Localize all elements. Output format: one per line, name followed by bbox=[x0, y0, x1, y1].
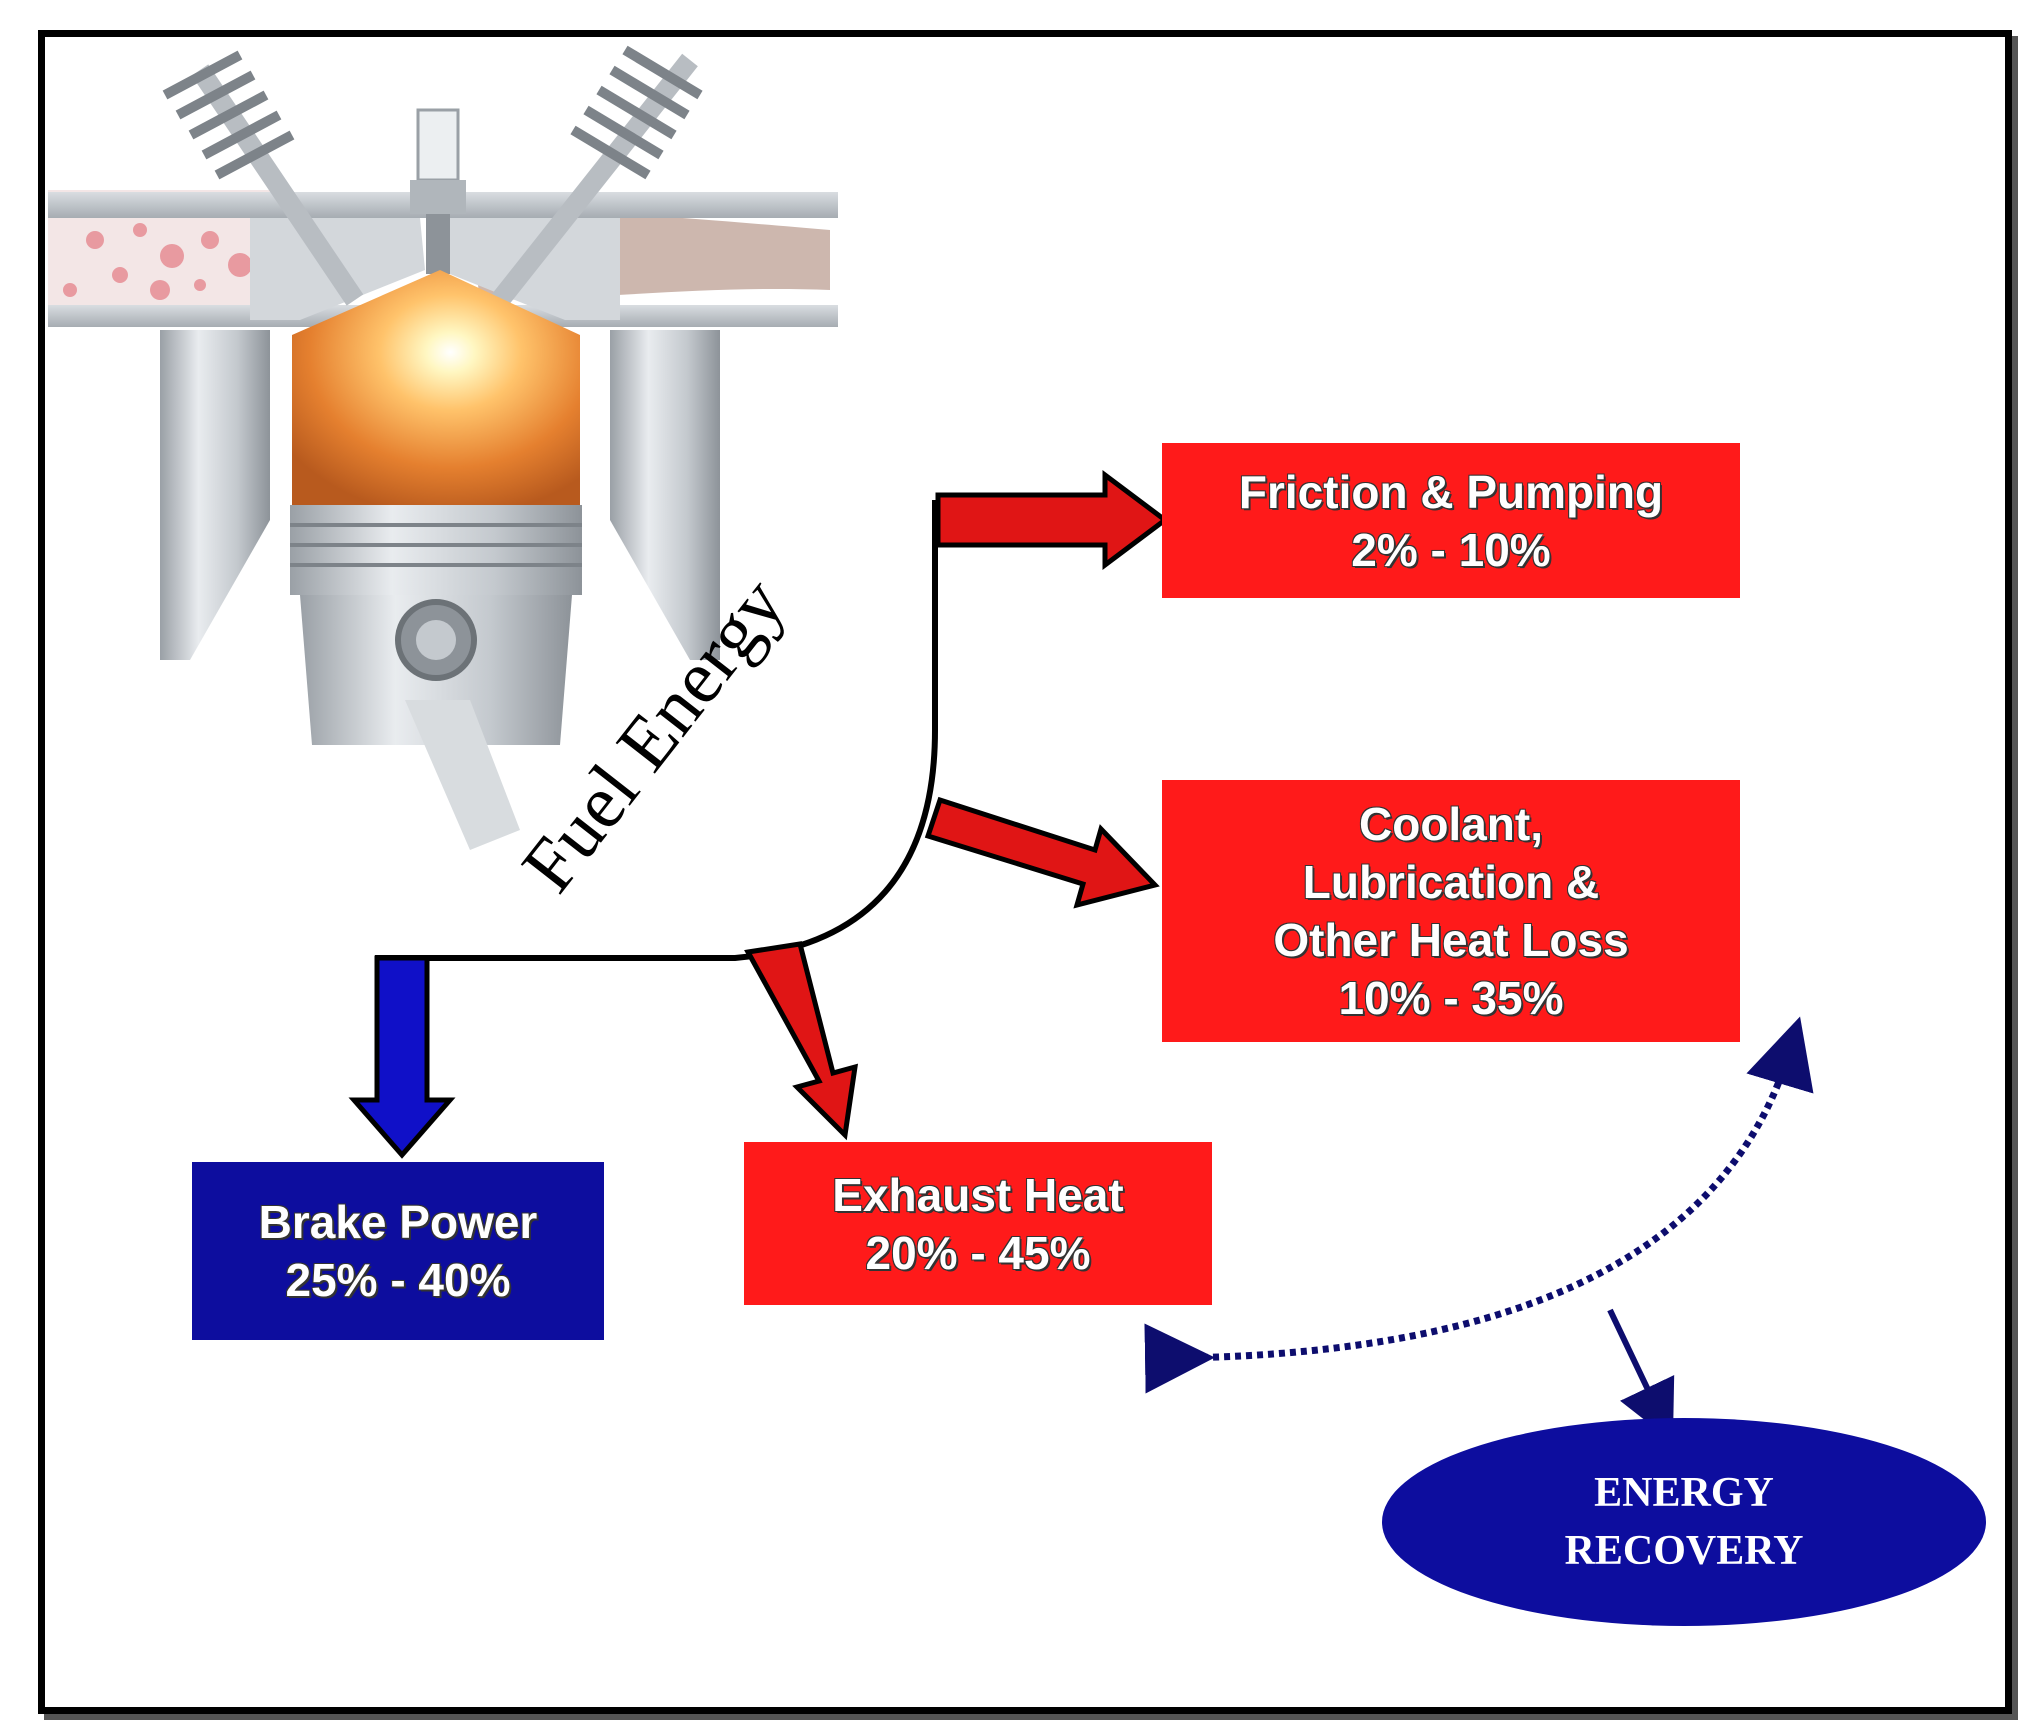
engine-illustration bbox=[48, 45, 838, 850]
arrow-to-brake-power bbox=[348, 955, 456, 1159]
friction-pumping-box: Friction & Pumping 2% - 10% bbox=[1162, 443, 1740, 598]
arrow-to-energy-recovery bbox=[1607, 1308, 1675, 1443]
brake-power-box: Brake Power 25% - 40% bbox=[192, 1162, 604, 1340]
arrow-to-friction bbox=[935, 470, 1170, 570]
fuel-droplets bbox=[63, 223, 252, 300]
arrow-to-exhaust bbox=[744, 941, 859, 1141]
exhaust-valve bbox=[492, 45, 703, 307]
piston bbox=[290, 505, 582, 745]
coolant-line-2: Lubrication & bbox=[1302, 856, 1600, 908]
energy-recovery-line-1: ENERGY bbox=[1594, 1470, 1774, 1516]
coolant-line-1: Coolant, bbox=[1359, 798, 1543, 850]
connecting-rod bbox=[405, 700, 520, 850]
combustion-flame bbox=[292, 270, 580, 505]
friction-pumping-range: 2% - 10% bbox=[1351, 523, 1551, 576]
brake-power-title: Brake Power bbox=[258, 1196, 538, 1248]
cylinder-wall-right bbox=[610, 330, 720, 660]
arrow-to-coolant bbox=[924, 796, 1160, 909]
energy-recovery-label: ENERGY RECOVERY bbox=[1382, 1418, 1986, 1626]
energy-recovery-line-2: RECOVERY bbox=[1564, 1528, 1804, 1574]
spark-plug bbox=[410, 108, 466, 274]
intake-valve bbox=[162, 50, 364, 306]
cylinder-wall-left bbox=[160, 330, 270, 660]
coolant-lubrication-box: Coolant, Lubrication & Other Heat Loss 1… bbox=[1162, 780, 1740, 1042]
energy-recovery-ellipse bbox=[1382, 1418, 1986, 1626]
exhaust-heat-range: 20% - 45% bbox=[865, 1226, 1091, 1279]
brake-power-range: 25% - 40% bbox=[285, 1254, 511, 1306]
coolant-range: 10% - 35% bbox=[1338, 972, 1564, 1024]
recovery-dotted-curve bbox=[1144, 1016, 1814, 1394]
exhaust-heat-title: Exhaust Heat bbox=[832, 1168, 1124, 1221]
exhaust-heat-box: Exhaust Heat 20% - 45% bbox=[744, 1142, 1212, 1305]
coolant-line-3: Other Heat Loss bbox=[1273, 914, 1629, 966]
friction-pumping-title: Friction & Pumping bbox=[1238, 465, 1664, 518]
